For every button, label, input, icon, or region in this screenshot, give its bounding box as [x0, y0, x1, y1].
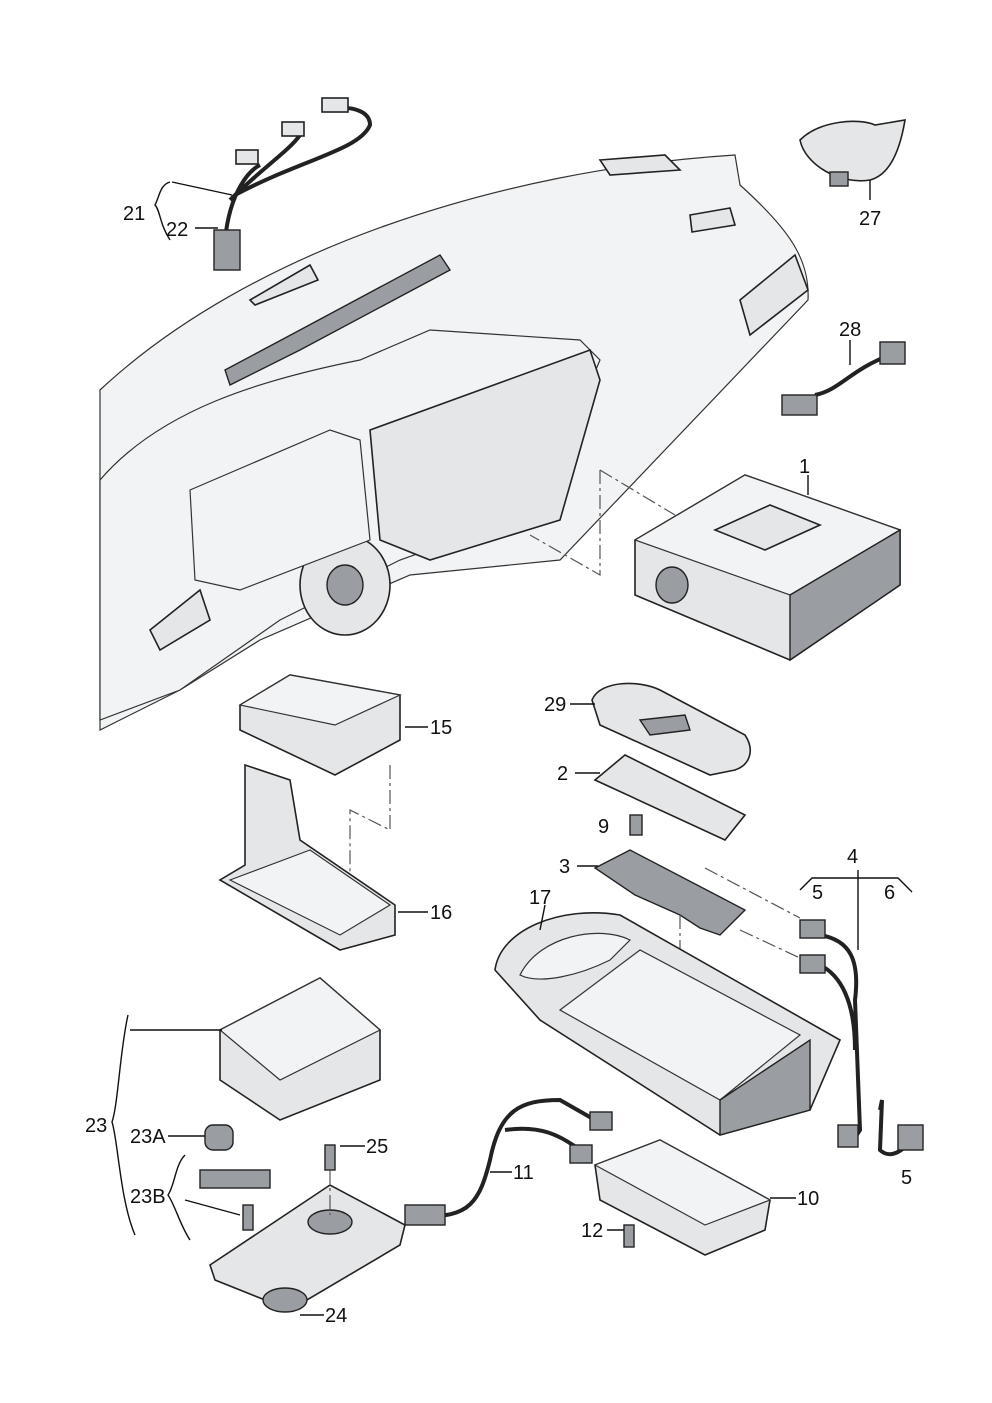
cable-11[interactable]	[404, 1097, 613, 1226]
label-4: 4	[847, 846, 858, 868]
screw-25	[324, 1144, 336, 1171]
label-3: 3	[559, 856, 570, 878]
part-23B[interactable]	[199, 1169, 271, 1189]
label-5-top: 5	[812, 882, 823, 904]
label-23B: 23B	[130, 1186, 166, 1208]
label-12: 12	[581, 1220, 603, 1242]
storage-tray-24[interactable]	[209, 1184, 406, 1313]
label-1: 1	[799, 456, 810, 478]
screw-23B	[242, 1204, 254, 1231]
label-24: 24	[325, 1305, 347, 1327]
label-29: 29	[544, 694, 566, 716]
label-25: 25	[366, 1136, 388, 1158]
label-2: 2	[557, 763, 568, 785]
label-28: 28	[839, 319, 861, 341]
label-23: 23	[85, 1115, 107, 1137]
roof-antenna-27[interactable]	[799, 119, 906, 187]
circuit-board-3[interactable]	[593, 849, 747, 936]
radio-unit-1[interactable]	[633, 474, 902, 662]
label-9: 9	[598, 816, 609, 838]
wiring-harness-4[interactable]	[799, 919, 924, 1157]
label-27: 27	[859, 208, 881, 230]
screw-12	[623, 1224, 635, 1248]
phone-tray-29[interactable]	[591, 682, 751, 776]
control-unit-23[interactable]	[218, 977, 382, 1121]
label-15: 15	[430, 717, 452, 739]
dashboard-illustration	[99, 154, 809, 731]
label-5-bottom: 5	[901, 1167, 912, 1189]
cable-28[interactable]	[781, 341, 906, 416]
wiring-harness-21[interactable]	[213, 97, 373, 271]
control-module-15[interactable]	[238, 674, 402, 776]
module-10[interactable]	[593, 1139, 772, 1256]
leader-lines	[111, 180, 913, 1316]
label-17: 17	[529, 887, 551, 909]
label-11: 11	[513, 1162, 534, 1184]
label-10: 10	[797, 1188, 819, 1210]
center-console-17[interactable]	[494, 911, 842, 1136]
screw-9	[629, 814, 643, 836]
part-23A[interactable]	[204, 1124, 234, 1151]
plate-2[interactable]	[593, 754, 747, 841]
label-22: 22	[166, 219, 188, 241]
bracket-16[interactable]	[218, 763, 396, 951]
label-16: 16	[430, 902, 452, 924]
label-21: 21	[123, 203, 145, 225]
label-6: 6	[884, 882, 895, 904]
label-23A: 23A	[130, 1126, 166, 1148]
